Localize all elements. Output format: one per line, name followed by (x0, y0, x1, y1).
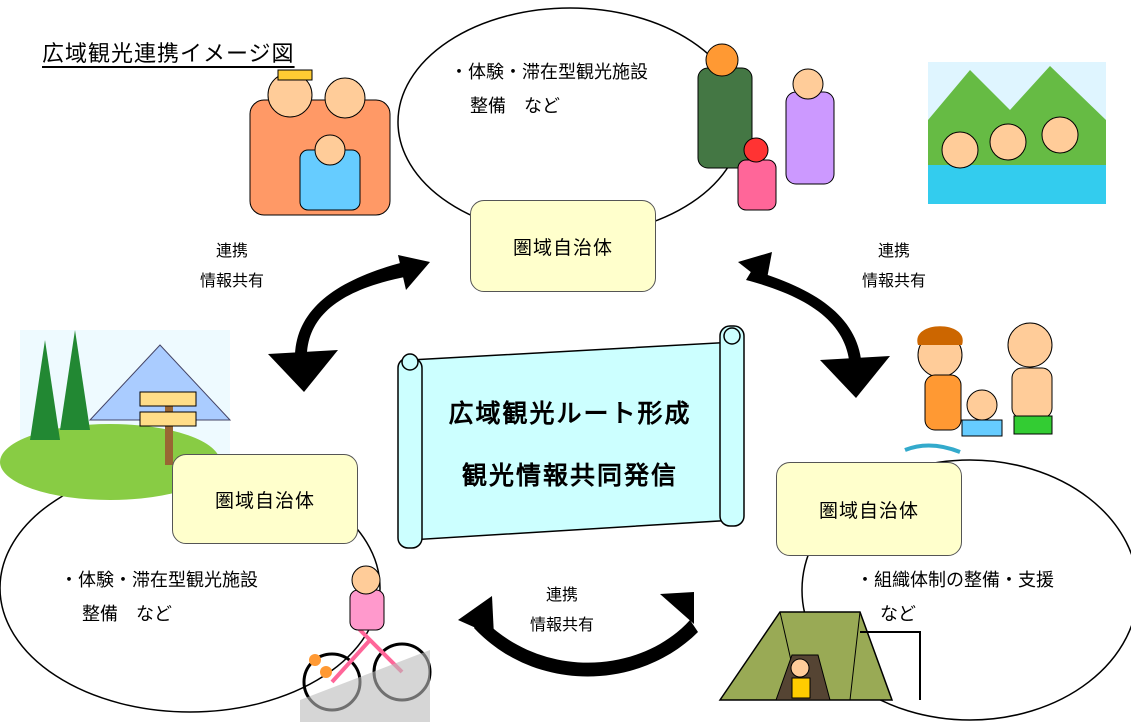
left-link-label: 連携 情報共有 (200, 236, 264, 296)
beach-family-illustration (904, 322, 1053, 454)
tent-camping-illustration (718, 611, 921, 701)
top-municipality-box: 圏域自治体 (470, 200, 656, 292)
right-bubble-text-line2: など (880, 604, 916, 625)
bottom-link-line2: 情報共有 (530, 615, 595, 634)
left-link-line1: 連携 (216, 241, 249, 260)
mountain-signpost-illustration (0, 330, 232, 500)
right-link-line1: 連携 (878, 241, 911, 260)
left-link-arrow (268, 255, 430, 392)
right-municipality-box: 圏域自治体 (776, 462, 962, 556)
center-scroll-line1: 広域観光ルート形成 (448, 399, 692, 428)
skating-illustration (697, 43, 835, 211)
family-illustration (249, 69, 391, 216)
bottom-link-label: 連携 情報共有 (530, 580, 594, 640)
center-scroll-line2: 観光情報共同発信 (461, 461, 678, 490)
bottom-link-arrow (458, 592, 698, 677)
left-bubble-text-line1: ・体験・滞在型観光施設 (60, 570, 258, 591)
right-link-arrow (738, 252, 890, 398)
left-municipality-box: 圏域自治体 (172, 454, 358, 544)
center-scroll-shape (397, 325, 745, 549)
top-bubble-text-line2: 整備 など (470, 96, 560, 117)
left-link-line2: 情報共有 (200, 271, 265, 290)
bottom-link-line1: 連携 (546, 585, 579, 604)
hot-spring-illustration (928, 62, 1106, 204)
right-link-label: 連携 情報共有 (862, 236, 926, 296)
right-link-line2: 情報共有 (862, 271, 927, 290)
left-bubble-text-line2: 整備 など (82, 604, 172, 625)
page-title: 広域観光連携イメージ図 (42, 42, 295, 67)
top-bubble-text-line1: ・体験・滞在型観光施設 (450, 62, 648, 83)
right-bubble-text-line1: ・組織体制の整備・支援 (856, 570, 1054, 591)
cycling-illustration (300, 565, 432, 722)
